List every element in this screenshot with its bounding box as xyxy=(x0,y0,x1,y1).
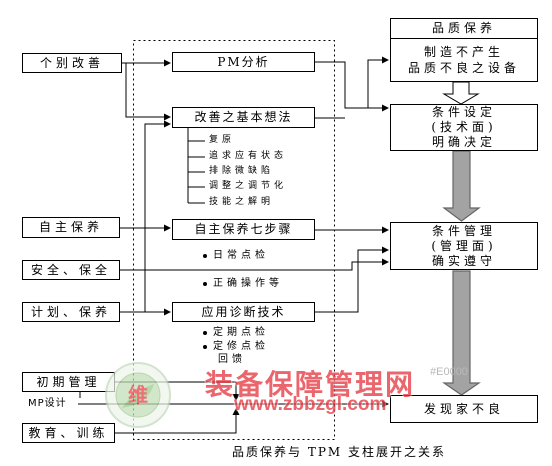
diagnosis-item: 定修点检 xyxy=(213,341,269,352)
connector-safety-to-condition-mgmt xyxy=(120,258,389,271)
connector-pm-to-condition-setting xyxy=(315,61,389,112)
flow-arrow-down xyxy=(442,150,481,222)
watermark-stamp: #E0000 xyxy=(430,366,468,378)
detection-label: 发现家不良 xyxy=(423,401,504,416)
feedback-label: 回馈 xyxy=(218,354,246,365)
condition-management-line: (管理面) xyxy=(431,238,497,253)
input-label: 安全、保全 xyxy=(30,262,111,277)
basic-idea-item: 追求应有状态 xyxy=(209,151,288,161)
input-label: 初期管理 xyxy=(36,374,101,389)
input-label: 自主保养 xyxy=(38,220,103,234)
goal-line: 品质不良之设备 xyxy=(407,61,520,75)
logo-char: 维 xyxy=(128,383,148,407)
mp-design-label: MP设计 xyxy=(28,398,67,409)
connector-diagnosis-to-condition-mgmt xyxy=(315,246,389,313)
goal-box: 制造不产生 品质不良之设备 xyxy=(390,38,538,82)
condition-setting-line: 条件设定 xyxy=(431,105,496,119)
autonomous-steps-box: 自主保养七步骤 xyxy=(172,219,315,240)
pm-analysis-box: PM分析 xyxy=(172,52,315,72)
condition-setting-line: 明确决定 xyxy=(431,135,496,149)
condition-management-line: 确实遵守 xyxy=(431,253,496,268)
connector-to-goal xyxy=(367,56,389,108)
input-label: 教育、训练 xyxy=(28,425,109,440)
quality-maintenance-header: 品质保养 xyxy=(390,18,538,39)
bullet-dot xyxy=(203,282,207,286)
diagram-caption: 品质保养与 TPM 支柱展开之关系 xyxy=(232,445,446,459)
condition-setting-box: 条件设定 (技术面) 明确决定 xyxy=(390,104,538,151)
input-planned-maintenance: 计划、保养 xyxy=(22,302,120,322)
flow-arrow-down xyxy=(442,270,481,396)
input-autonomous-maintenance: 自主保养 xyxy=(22,217,120,238)
pm-analysis-label: PM分析 xyxy=(217,54,270,69)
watermark-site-name: 装备保障管理网 xyxy=(205,369,416,400)
basic-idea-item: 排除微缺陷 xyxy=(209,166,275,176)
connector-feedback-loop xyxy=(144,120,171,312)
input-label: 个别改善 xyxy=(39,55,104,70)
connector-individual-to-basic-idea xyxy=(125,63,171,121)
condition-management-box: 条件管理 (管理面) 确实遵守 xyxy=(390,222,538,270)
watermark-url: www.zbbzgl.com xyxy=(234,394,387,415)
bullet-dot xyxy=(203,254,207,258)
basic-idea-item: 调整之调节化 xyxy=(209,181,288,191)
goal-line: 制造不产生 xyxy=(423,45,504,59)
basic-idea-item: 技能之解明 xyxy=(209,197,275,207)
autonomous-steps-item: 日常点检 xyxy=(213,250,269,261)
bullet-dot xyxy=(203,331,207,335)
diagnosis-title: 应用诊断技术 xyxy=(201,304,286,319)
basic-idea-box: 改善之基本想法 xyxy=(172,107,315,128)
detection-box: 发现家不良 xyxy=(390,395,538,423)
pillar-group-frame xyxy=(133,40,335,440)
autonomous-steps-item: 正确操作等 xyxy=(213,278,283,289)
hollow-down-arrow xyxy=(442,81,480,105)
diagnosis-box: 应用诊断技术 xyxy=(172,302,315,322)
leaf-icon xyxy=(122,384,154,408)
quality-maintenance-title: 品质保养 xyxy=(431,21,496,35)
input-label: 计划、保养 xyxy=(30,304,111,319)
input-safety-maintenance: 安全、保全 xyxy=(22,260,120,280)
diagnosis-item: 定期点检 xyxy=(213,327,269,338)
logo-outer-ring xyxy=(105,362,171,428)
watermark-logo: 维 xyxy=(105,362,171,428)
basic-idea-item: 复原 xyxy=(209,135,236,145)
logo-inner-disc xyxy=(115,372,161,418)
basic-idea-title: 改善之基本想法 xyxy=(194,110,293,124)
input-initial-management: 初期管理 xyxy=(22,372,115,392)
bullet-dot xyxy=(203,345,207,349)
input-education-training: 教育、训练 xyxy=(22,423,115,443)
input-individual-improvement: 个别改善 xyxy=(22,53,122,73)
condition-management-line: 条件管理 xyxy=(431,223,496,238)
connector-education xyxy=(115,408,240,434)
condition-setting-line: (技术面) xyxy=(431,120,497,134)
autonomous-steps-title: 自主保养七步骤 xyxy=(194,222,293,236)
